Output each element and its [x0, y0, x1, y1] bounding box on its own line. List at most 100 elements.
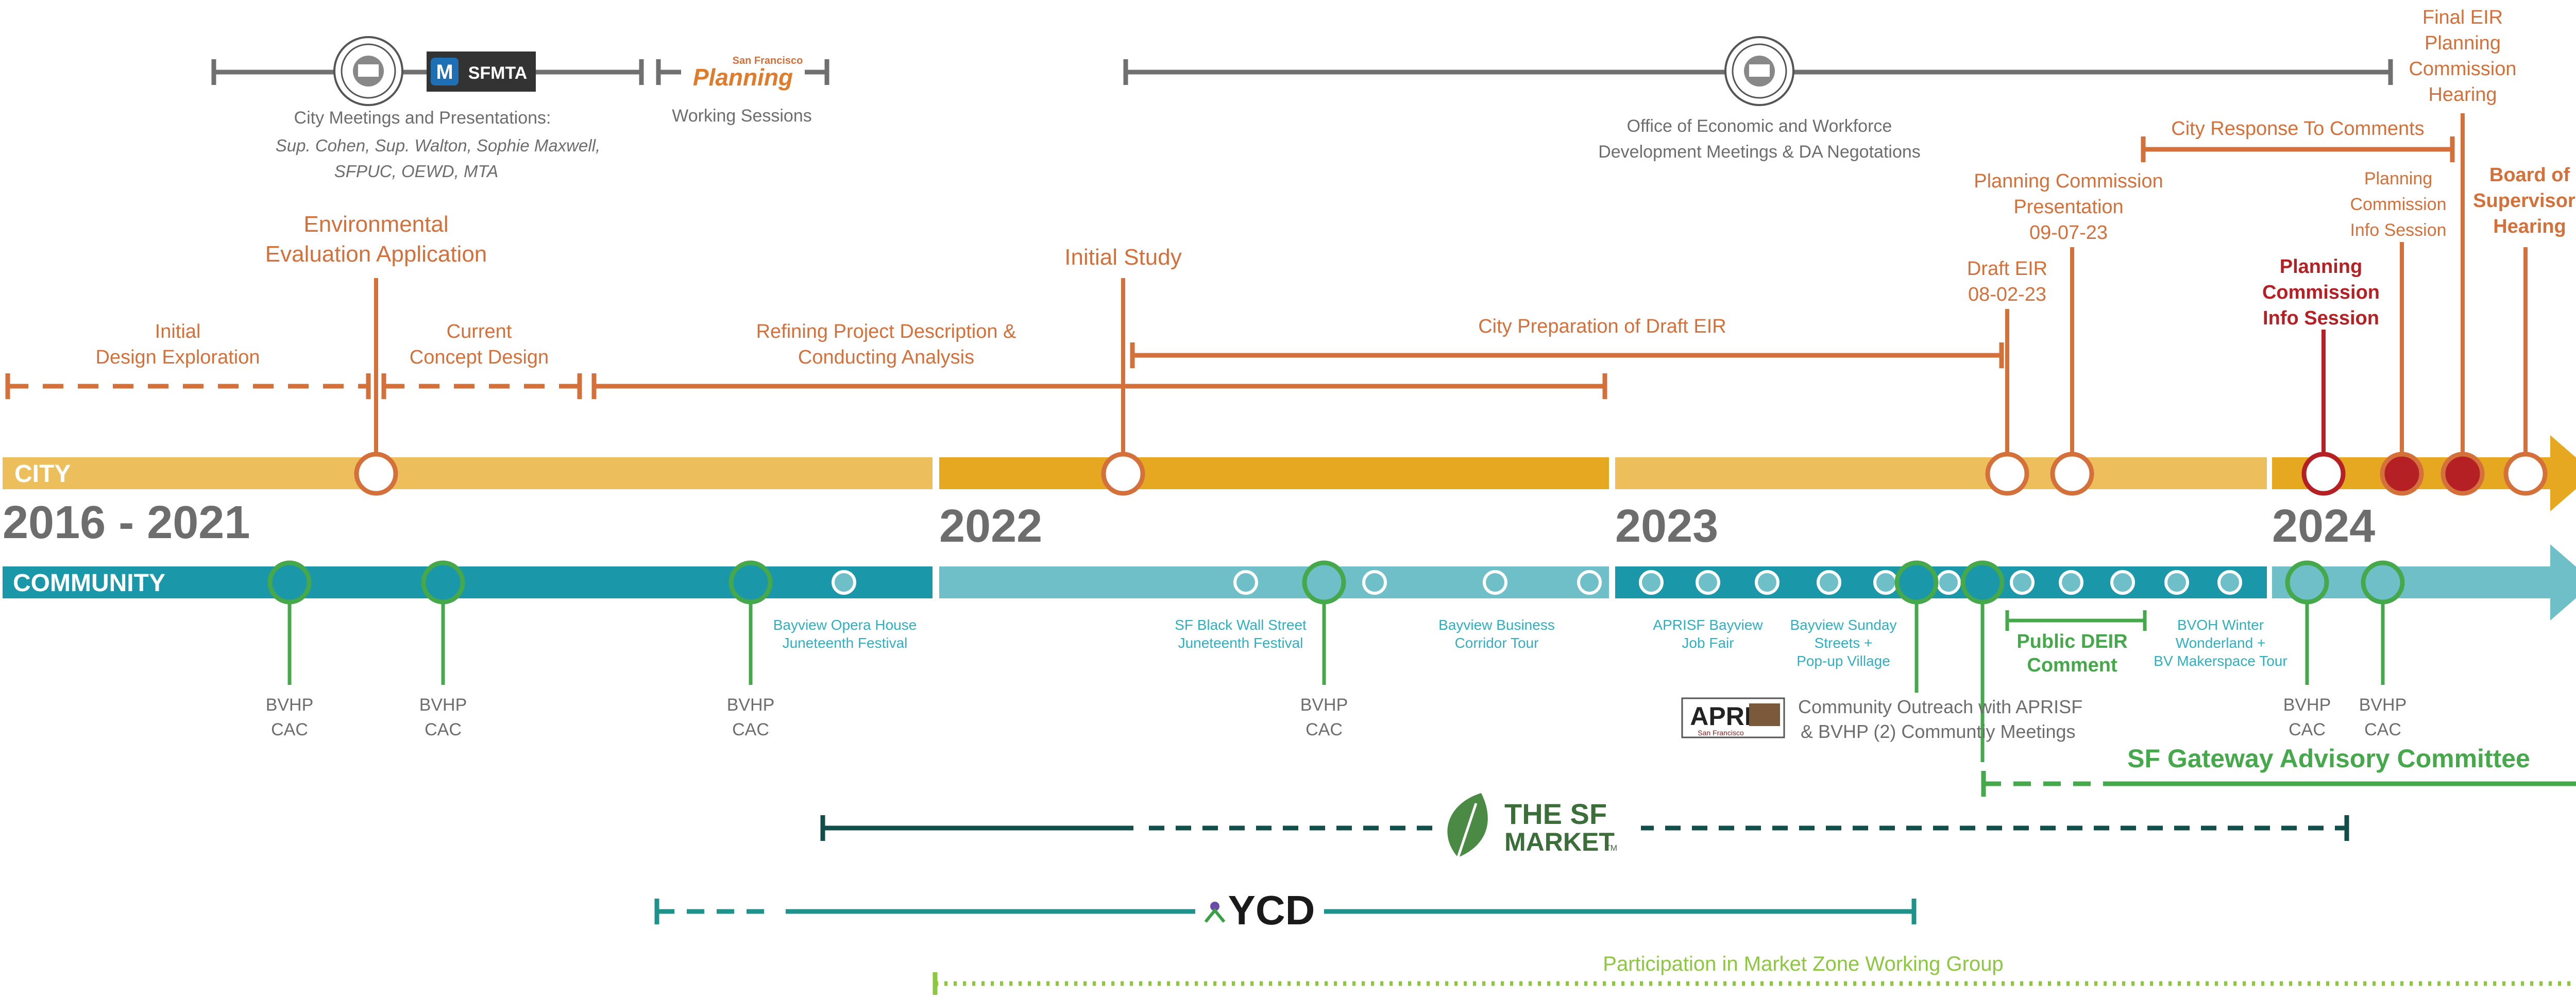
label-board-supervisors-2: Supervisors [2473, 190, 2576, 212]
sf-planning-big-text: Planning [693, 64, 793, 91]
label-black-wall-street-1: SF Black Wall Street [1175, 617, 1307, 633]
year-label-2022: 2022 [939, 501, 1042, 552]
label-bvoh-winter-2: Wonderland + [2176, 635, 2266, 651]
sf-market-logo-the: THE SF [1504, 798, 1607, 830]
ycd-logo-text: YCD [1228, 887, 1315, 933]
label-final-eir-1: Final EIR [2422, 7, 2503, 28]
bvhp-cac-label-2a: BVHP [419, 695, 467, 715]
sf-planning-logo: San Francisco Planning [681, 51, 805, 91]
sf-market-logo-market: MARKET [1504, 828, 1615, 856]
label-outreach-1: Community Outreach with APRISF [1798, 696, 2082, 717]
city-bar [3, 435, 2576, 511]
sfmta-logo-text: SFMTA [468, 63, 528, 83]
label-pc-info-red-2: Commission [2262, 282, 2380, 303]
label-aprisf-job-fair-2: Job Fair [1682, 635, 1734, 651]
label-public-deir-2: Comment [2027, 654, 2117, 676]
phase-city-prep [1130, 342, 2004, 368]
bvhp-cac-label-3b: CAC [732, 720, 769, 739]
label-city-prep: City Preparation of Draft EIR [1478, 316, 1726, 337]
phase-initial-design [5, 373, 371, 399]
bvhp-cac-label-4a: BVHP [1300, 695, 1348, 715]
year-label-2023: 2023 [1615, 501, 1718, 552]
oewd-text-1: Office of Economic and Workforce [1627, 116, 1892, 136]
city-meetings-names-2: SFPUC, OEWD, MTA [334, 162, 498, 181]
label-final-eir-3: Commission [2409, 58, 2516, 80]
label-juneteenth-opera-1: Bayview Opera House [773, 617, 917, 633]
label-corridor-tour-1: Bayview Business [1438, 617, 1555, 633]
oewd-text-2: Development Meetings & DA Negotations [1598, 142, 1921, 162]
label-final-eir-2: Planning [2425, 32, 2501, 54]
bvhp-cac-label-6b: CAC [2364, 720, 2401, 739]
label-pc-info-red-1: Planning [2280, 256, 2362, 278]
svg-text:M: M [436, 61, 453, 83]
bvhp-cac-label-3a: BVHP [727, 695, 775, 715]
sf-market-bar [820, 815, 2349, 841]
label-pc-presentation-3: 09-07-23 [2029, 222, 2108, 244]
bvhp-cac-label-5a: BVHP [2283, 695, 2331, 715]
bvhp-cac-label-1a: BVHP [266, 695, 314, 715]
label-aprisf-job-fair-1: APRISF Bayview [1653, 617, 1763, 633]
label-env-eval-1: Environmental [303, 212, 448, 237]
year-label-2024: 2024 [2272, 501, 2375, 552]
label-bvoh-winter-3: BV Makerspace Tour [2154, 653, 2287, 669]
label-pc-info-orange-1: Planning [2364, 169, 2432, 188]
phase-city-response [2141, 136, 2455, 162]
label-current-concept-1: Current [447, 321, 512, 342]
phase-refining [591, 373, 1607, 399]
sf-market-logo: THE SF MARKET TM [1440, 790, 1641, 863]
bvhp-cac-label-5b: CAC [2289, 720, 2326, 739]
city-seal-icon [1724, 36, 1794, 106]
label-env-eval-2: Evaluation Application [265, 242, 487, 267]
label-public-deir-1: Public DEIR [2016, 631, 2127, 652]
community-bar-label: COMMUNITY [13, 570, 165, 597]
public-deir-bracket [2005, 610, 2147, 631]
aprisf-logo: APRI San Francisco [1681, 697, 1785, 738]
year-label-2016-2021: 2016 - 2021 [3, 497, 250, 548]
label-initial-design-2: Design Exploration [96, 347, 260, 368]
label-outreach-2: & BVHP (2) Communtiy Meetings [1801, 721, 2076, 742]
label-final-eir-4: Hearing [2428, 84, 2497, 106]
label-juneteenth-opera-2: Juneteenth Festival [783, 635, 908, 651]
city-bar-label: CITY [14, 460, 71, 488]
working-sessions-label: Working Sessions [672, 106, 812, 126]
bvhp-cac-labels: BVHP CAC BVHP CAC BVHP CAC BVHP CAC BVHP… [266, 695, 2407, 739]
label-current-concept-2: Concept Design [410, 347, 549, 368]
sfmta-logo: M SFMTA [427, 51, 536, 92]
bvhp-cac-label-1b: CAC [271, 720, 308, 739]
community-event-dots [832, 570, 2242, 595]
aprisf-logo-small-text: San Francisco [1698, 729, 1744, 737]
label-draft-eir-2: 08-02-23 [1968, 284, 2046, 305]
bvhp-cac-label-2b: CAC [425, 720, 462, 739]
label-refining-1: Refining Project Description & [756, 321, 1016, 342]
community-milestone-markers [267, 560, 2405, 605]
label-board-supervisors-3: Hearing [2493, 216, 2566, 237]
milestone-stems [374, 113, 2528, 463]
community-bar [3, 544, 2576, 621]
label-board-supervisors-1: Board of [2489, 164, 2570, 186]
city-milestone-markers [354, 452, 2548, 496]
sf-planning-small-text: San Francisco [733, 55, 803, 66]
ycd-bar [654, 899, 1917, 924]
label-pc-presentation-1: Planning Commission [1974, 170, 2163, 192]
aprisf-logo-text: APRI [1690, 702, 1751, 731]
phase-current-concept [381, 373, 582, 399]
bvhp-cac-label-6a: BVHP [2359, 695, 2407, 715]
label-initial-design-1: Initial [155, 321, 201, 342]
label-pc-info-orange-2: Commission [2350, 195, 2446, 214]
label-sunday-streets-3: Pop-up Village [1797, 653, 1890, 669]
market-zone-bar [933, 972, 2576, 995]
sf-market-logo-tm: TM [1605, 844, 1617, 853]
label-advisory-committee: SF Gateway Advisory Committee [2127, 744, 2530, 773]
bvhp-cac-label-4b: CAC [1306, 720, 1343, 739]
label-sunday-streets-1: Bayview Sunday [1790, 617, 1896, 633]
label-black-wall-street-2: Juneteenth Festival [1178, 635, 1303, 651]
label-pc-presentation-2: Presentation [2013, 196, 2123, 218]
label-corridor-tour-2: Corridor Tour [1455, 635, 1539, 651]
city-meetings-title: City Meetings and Presentations: [294, 108, 551, 128]
label-draft-eir-1: Draft EIR [1967, 258, 2047, 280]
city-meetings-names-1: Sup. Cohen, Sup. Walton, Sophie Maxwell, [276, 136, 600, 155]
label-sunday-streets-2: Streets + [1815, 635, 1873, 651]
label-pc-info-orange-3: Info Session [2350, 220, 2446, 240]
